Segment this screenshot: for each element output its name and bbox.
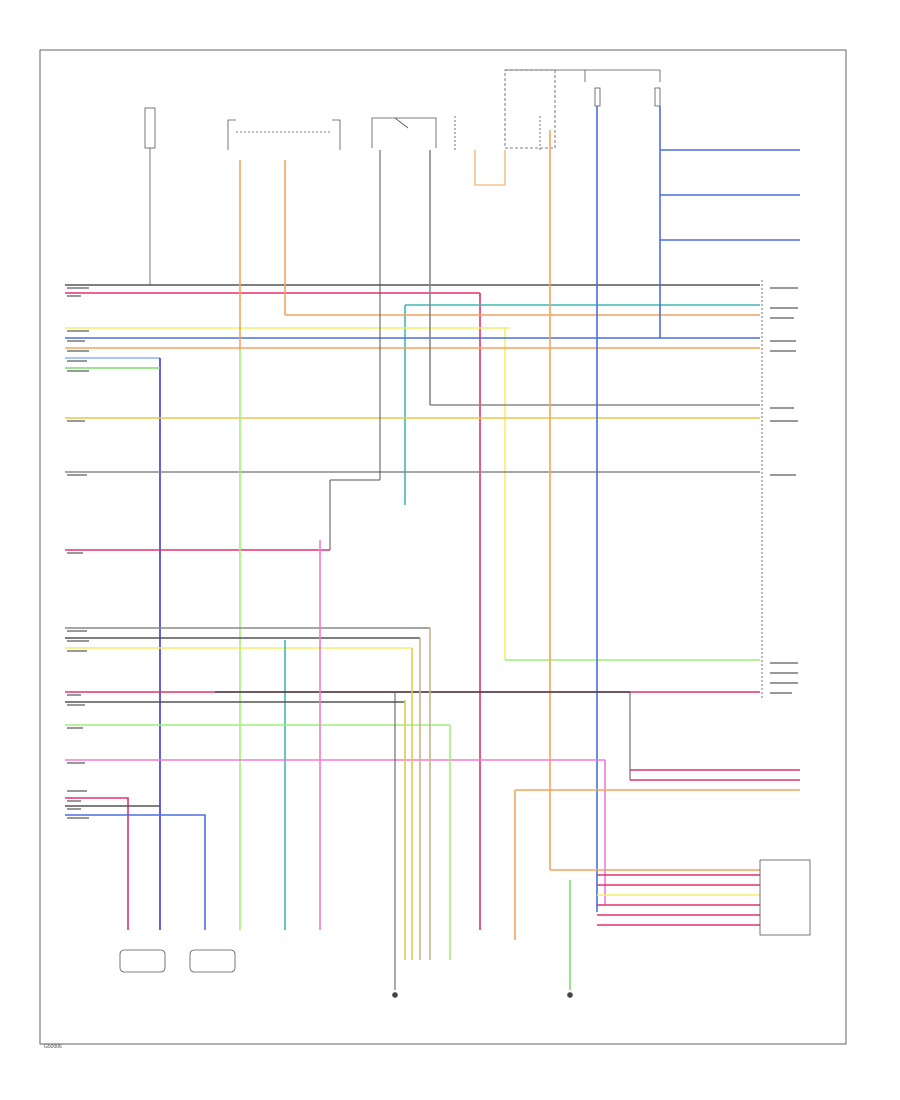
ground-point-2 [567,992,573,998]
speed-sensor-2 [189,949,236,973]
wire-red-3 [65,797,129,930]
switch-component [371,117,437,148]
relay-box [454,116,541,150]
module-bracket-2 [227,119,341,150]
wire-blue-3 [65,814,206,930]
sensor-box-1 [144,107,156,149]
wire-orange-loop [474,150,506,186]
control-module-box [759,859,811,936]
fuse-block [584,70,661,82]
bottom-components [119,949,573,998]
footer-code: G50006 [44,1044,62,1050]
right-connector [759,280,811,936]
wire-label-marks [67,287,798,819]
top-components [144,69,661,285]
wire-harness [65,106,800,990]
relay-unit [504,69,556,149]
ground-point-1 [392,992,398,998]
diagram-frame [39,49,847,1045]
speed-sensor-1 [119,949,166,973]
